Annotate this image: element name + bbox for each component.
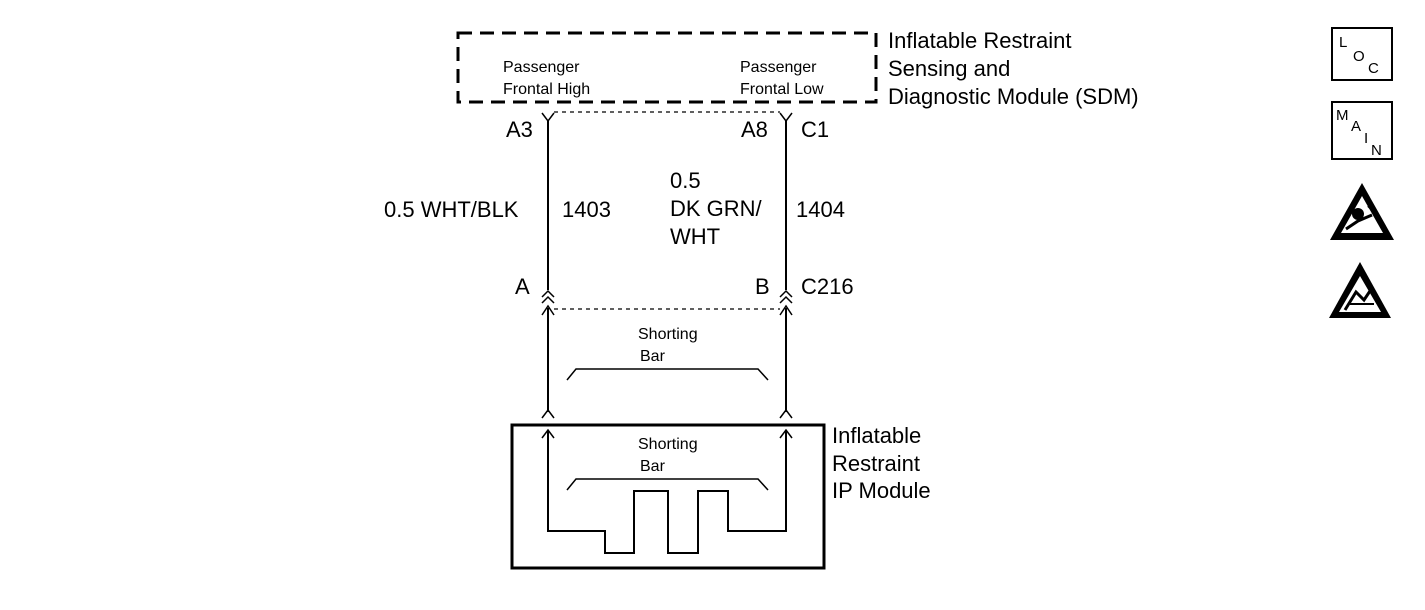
loc-badge: L O C xyxy=(1331,27,1393,81)
wire-left-circuit: 1403 xyxy=(562,197,611,222)
sdm-title-line-2: Sensing and xyxy=(888,56,1010,81)
ip-squib-loop xyxy=(547,430,787,554)
ip-shorting-bar-label-2: Bar xyxy=(640,458,666,475)
c216-shorting-bar-label-2: Bar xyxy=(640,348,666,365)
wire-left-color: 0.5 WHT/BLK xyxy=(384,197,519,222)
loc-letter-o: O xyxy=(1353,48,1365,65)
ip-connector-chevron-right xyxy=(779,408,793,419)
sdm-box xyxy=(456,31,878,104)
wire-right-color-3: WHT xyxy=(670,224,720,249)
sdm-pin-right-label-1: Passenger xyxy=(740,59,817,76)
c216-connector-label: C216 xyxy=(801,274,854,299)
main-badge: M A I N xyxy=(1331,101,1393,160)
c1-terminal-right xyxy=(779,112,793,123)
c216-chevron-right xyxy=(779,289,793,304)
ip-module-title-line-2: Restraint xyxy=(832,451,920,476)
c216-terminal-left xyxy=(541,304,555,316)
sdm-pin-left-label-2: Frontal High xyxy=(503,81,590,98)
ip-shorting-bar-label-1: Shorting xyxy=(638,436,698,453)
loc-letter-c: C xyxy=(1368,60,1379,77)
sdm-pin-left-label-1: Passenger xyxy=(503,59,580,76)
ip-shorting-bar xyxy=(566,478,769,491)
c216-shorting-bar-label-1: Shorting xyxy=(638,326,698,343)
c216-terminal-right xyxy=(779,304,793,316)
sdm-title-line-1: Inflatable Restraint xyxy=(888,28,1071,53)
c216-pin-a: A xyxy=(515,274,530,299)
c216-shorting-bar xyxy=(566,368,769,381)
sdm-pin-a3: A3 xyxy=(506,117,533,142)
c1-connector-label: C1 xyxy=(801,117,829,142)
wire-right-color-2: DK GRN/ xyxy=(670,196,763,221)
main-letter-m: M xyxy=(1336,107,1349,124)
wire-right-circuit: 1404 xyxy=(796,197,845,222)
ip-module-title-line-1: Inflatable xyxy=(832,423,921,448)
wire-right-color-1: 0.5 xyxy=(670,168,701,193)
ip-module-box xyxy=(510,423,826,570)
main-letter-a: A xyxy=(1351,118,1361,135)
sdm-title-line-3: Diagnostic Module (SDM) xyxy=(888,84,1139,109)
ip-module-title-line-3: IP Module xyxy=(832,478,931,503)
main-letter-n: N xyxy=(1371,142,1382,159)
sdm-pin-a8: A8 xyxy=(741,117,768,142)
c216-chevron-left xyxy=(541,289,555,304)
airbag-warning-icon xyxy=(1330,183,1394,240)
ip-connector-chevron-left xyxy=(541,408,555,419)
sdm-pin-right-label-2: Frontal Low xyxy=(740,81,824,98)
c1-terminal-left xyxy=(541,112,555,123)
loc-letter-l: L xyxy=(1339,34,1347,51)
c216-pin-b: B xyxy=(755,274,770,299)
main-letter-i: I xyxy=(1364,130,1368,147)
esd-warning-icon xyxy=(1329,262,1391,318)
